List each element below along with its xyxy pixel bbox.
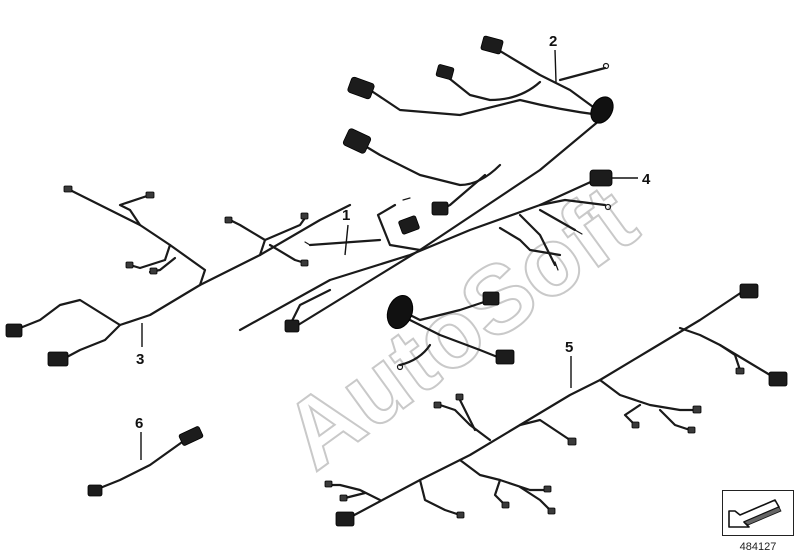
harness-5 — [324, 283, 788, 527]
connector — [431, 201, 449, 216]
connector — [735, 367, 745, 375]
connector — [501, 501, 510, 509]
connector — [339, 494, 348, 502]
connector — [87, 484, 103, 497]
connector — [455, 393, 464, 401]
callout-number: 3 — [136, 351, 144, 368]
connector — [547, 507, 556, 515]
connector — [435, 64, 455, 80]
connector — [149, 267, 158, 275]
connector — [631, 421, 640, 429]
connector — [543, 485, 552, 493]
reference-number: 484127 — [739, 541, 777, 553]
callout-number: 5 — [565, 339, 573, 356]
connector — [768, 371, 788, 387]
callout-6: 6 — [135, 415, 143, 460]
connector — [398, 215, 420, 235]
callout-number: 6 — [135, 415, 143, 432]
connector — [178, 426, 204, 446]
connector — [739, 283, 759, 299]
connector — [324, 480, 333, 488]
grommet — [386, 295, 414, 329]
callout-number: 1 — [342, 207, 350, 224]
connector — [692, 405, 702, 414]
connector — [63, 185, 73, 193]
connector — [145, 191, 155, 199]
connector — [347, 76, 375, 100]
arrow-down-left-icon — [728, 499, 782, 528]
grommet — [590, 96, 614, 124]
reference-box — [722, 490, 794, 536]
connector — [589, 169, 613, 187]
harness-2 — [284, 35, 614, 333]
callout-number: 2 — [549, 33, 557, 50]
connector — [300, 259, 309, 267]
connector — [482, 291, 500, 306]
connector — [125, 261, 134, 269]
connector — [433, 401, 442, 409]
connector — [342, 128, 372, 154]
connector — [47, 351, 69, 367]
connector — [300, 212, 309, 220]
harness-4 — [238, 169, 613, 371]
connector — [456, 511, 465, 519]
connector — [567, 437, 577, 446]
connector — [5, 323, 23, 338]
watermark: AutoSoft — [264, 165, 655, 490]
connector — [224, 216, 233, 224]
callout-5: 5 — [565, 339, 573, 388]
callout-3: 3 — [136, 323, 144, 368]
connector — [335, 511, 355, 527]
callout-number: 4 — [642, 171, 651, 188]
callout-4: 4 — [612, 171, 651, 188]
callout-2: 2 — [549, 33, 557, 83]
callout-1: 1 — [342, 207, 350, 256]
connector — [284, 319, 300, 333]
connector — [495, 349, 515, 365]
harness-6 — [87, 426, 204, 497]
connector — [480, 35, 504, 55]
connector — [687, 426, 696, 434]
harness-3 — [5, 185, 352, 367]
